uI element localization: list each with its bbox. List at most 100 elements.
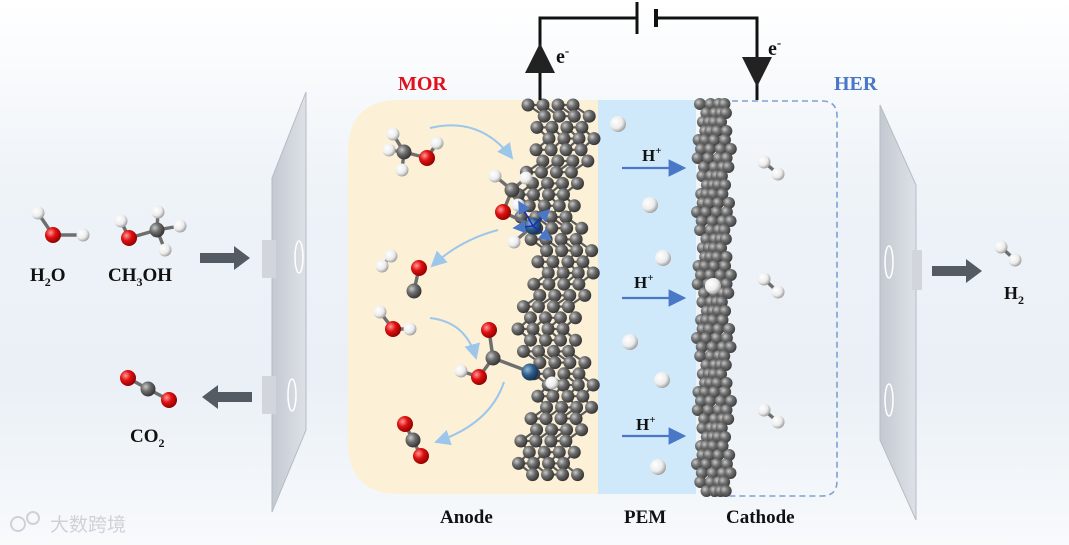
cathode-particle <box>694 224 707 236</box>
graphene-carbon-atom <box>557 367 571 381</box>
cathode-particle <box>716 188 729 200</box>
pem-label: PEM <box>624 507 666 528</box>
graphene-carbon-atom <box>556 322 570 336</box>
cathode-particle <box>711 251 724 263</box>
cathode-particle <box>723 323 736 335</box>
cathode-particle <box>696 170 709 182</box>
graphene-carbon-atom <box>540 176 554 190</box>
proton-arrows <box>622 159 687 445</box>
graphene-carbon-atom <box>537 109 551 123</box>
cathode-particle <box>694 98 706 110</box>
cathode-particle <box>715 116 728 128</box>
graphene-carbon-atom <box>568 311 582 325</box>
graphene-carbon-atom <box>532 344 546 358</box>
co2-label: CO2 <box>130 426 165 450</box>
cathode-particle <box>703 449 716 461</box>
cathode-particle <box>703 269 716 281</box>
graphene-carbon-atom <box>553 333 567 347</box>
graphene-carbon-atom <box>548 356 562 370</box>
graphene-carbon-atom <box>578 356 592 370</box>
cathode-particle <box>706 341 719 353</box>
cathode-particle <box>719 485 732 497</box>
graphene-carbon-atom <box>554 412 568 426</box>
graphene-carbon-atom <box>560 423 574 437</box>
cathode-particle <box>714 395 727 407</box>
cathode-particle <box>704 395 717 407</box>
cathode-particle <box>699 260 712 272</box>
cathode-particle <box>698 413 711 425</box>
cathode-particle <box>722 287 735 299</box>
inlet-arrow <box>200 246 250 270</box>
graphene-carbon-atom <box>542 132 556 146</box>
graphene-carbon-atom <box>540 400 554 414</box>
cathode-particle <box>715 170 728 182</box>
cathode-electron-label: e- <box>768 35 781 60</box>
graphene-carbon-atom <box>531 255 545 269</box>
graphene-carbon-atom <box>533 356 547 370</box>
graphene-carbon-atom <box>526 188 540 202</box>
cathode-particle <box>711 377 724 389</box>
cathode-particle <box>696 422 709 434</box>
her-label: HER <box>834 73 878 95</box>
cathode-catalyst-layer <box>691 98 737 497</box>
cathode-label: Cathode <box>726 507 795 528</box>
graphene-carbon-atom <box>542 277 556 291</box>
graphene-carbon-atom <box>575 423 589 437</box>
cathode-particle <box>710 332 723 344</box>
graphene-carbon-atom <box>568 333 582 347</box>
graphene-carbon-atom <box>544 143 558 157</box>
cathode-particle <box>716 440 729 452</box>
graphene-carbon-atom <box>576 389 590 403</box>
cathode-particle <box>714 269 727 281</box>
graphene-carbon-atom <box>571 468 585 482</box>
side-flow-arrows <box>200 246 982 409</box>
graphene-carbon-atom <box>538 311 552 325</box>
graphene-carbon-atom <box>576 255 590 269</box>
proton-sphere <box>622 334 638 350</box>
graphene-carbon-atom <box>523 311 537 325</box>
graphene-carbon-atom <box>541 468 555 482</box>
graphene-carbon-atom <box>559 434 573 448</box>
watermark-logo-icon <box>10 516 26 532</box>
cathode-particle <box>719 431 732 443</box>
graphene-carbon-atom <box>546 300 560 314</box>
cathode-particle <box>715 296 728 308</box>
graphene-carbon-atom <box>541 266 555 280</box>
graphene-carbon-atom <box>556 266 570 280</box>
proton-sphere <box>610 116 626 132</box>
cathode-particle <box>700 485 713 497</box>
cathode-particle <box>720 125 733 137</box>
cathode-particle <box>694 476 707 488</box>
cathode-particle <box>720 251 733 263</box>
graphene-carbon-atom <box>545 221 559 235</box>
cathode-particle <box>714 143 727 155</box>
graphene-carbon-atom <box>555 244 569 258</box>
graphene-carbon-atom <box>544 434 558 448</box>
graphene-carbon-atom <box>574 143 588 157</box>
cathode-particle <box>720 206 733 218</box>
graphene-carbon-atom <box>556 468 570 482</box>
graphene-carbon-atom <box>570 400 584 414</box>
methanol-anode <box>382 127 444 177</box>
methanol-molecule <box>114 205 187 257</box>
cathode-particle <box>695 143 708 155</box>
graphene-carbon-atom <box>533 288 547 302</box>
cathode-particle <box>722 413 735 425</box>
watermark: 大数跨境 <box>10 511 126 536</box>
cathode-particle <box>691 152 704 164</box>
cathode-particle <box>702 404 715 416</box>
cathode-particle <box>720 278 733 290</box>
h2-cathode-1 <box>757 155 785 181</box>
graphene-carbon-atom <box>516 300 530 314</box>
h2-label: H2 <box>1004 283 1024 307</box>
graphene-carbon-atom <box>556 378 570 392</box>
graphene-carbon-atom <box>555 176 569 190</box>
cathode-particle <box>706 467 719 479</box>
proton-label-2: H+ <box>634 272 654 292</box>
graphene-carbon-atom <box>536 154 550 168</box>
proton-sphere <box>705 278 721 294</box>
graphene-carbon-atom <box>552 109 566 123</box>
cathode-particle <box>691 458 704 470</box>
cathode-particle <box>719 107 732 119</box>
